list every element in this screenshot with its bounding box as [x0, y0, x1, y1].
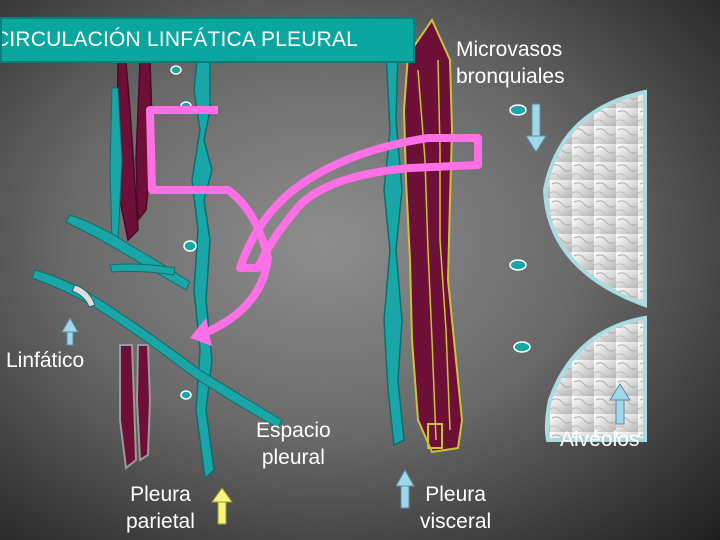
visceral-lymphatic: [384, 52, 404, 445]
section-oval-4: [181, 391, 191, 399]
alveolus-lower: [547, 318, 645, 440]
section-oval-7: [514, 342, 530, 352]
label-espacio-pleural: Espacio pleural: [256, 417, 331, 471]
label-pleura-visceral-line2: visceral: [420, 508, 491, 535]
vessel-sections: [171, 66, 530, 399]
parietal-vessel-4: [137, 345, 150, 460]
section-oval-6: [510, 260, 526, 270]
label-alveolos: Alvéolos: [560, 426, 639, 453]
section-oval-1: [171, 66, 181, 74]
indicator-arrow-linfatico: [62, 318, 78, 345]
label-pleura-parietal-line1: Pleura: [126, 481, 195, 508]
indicator-arrow-microvasos: [526, 104, 546, 152]
label-pleura-visceral: Pleura visceral: [420, 481, 491, 535]
visceral-vessel-main: [404, 20, 462, 452]
parietal-lymphatic: [192, 52, 214, 478]
label-linfatico: Linfático: [6, 347, 84, 374]
diagram-title: CIRCULACIÓN LINFÁTICA PLEURAL: [0, 28, 358, 52]
label-microvasos-line2: bronquiales: [456, 63, 565, 90]
section-oval-5: [510, 105, 526, 115]
parietal-vessel-3: [120, 345, 136, 468]
flow-arrow-left: [150, 110, 268, 335]
label-microvasos: Microvasos bronquiales: [456, 36, 565, 90]
alveolus-upper: [545, 92, 645, 305]
label-pleura-parietal: Pleura parietal: [126, 481, 195, 535]
label-pleura-parietal-line2: parietal: [126, 508, 195, 535]
indicator-arrow-pleura-visceral: [396, 470, 414, 508]
section-oval-3: [184, 241, 196, 251]
title-banner: CIRCULACIÓN LINFÁTICA PLEURAL: [0, 17, 415, 63]
label-pleura-visceral-line1: Pleura: [420, 481, 491, 508]
label-espacio-line1: Espacio: [256, 417, 331, 444]
label-microvasos-line1: Microvasos: [456, 36, 565, 63]
label-espacio-line2: pleural: [256, 444, 331, 471]
indicator-arrow-pleura-parietal: [212, 488, 232, 524]
